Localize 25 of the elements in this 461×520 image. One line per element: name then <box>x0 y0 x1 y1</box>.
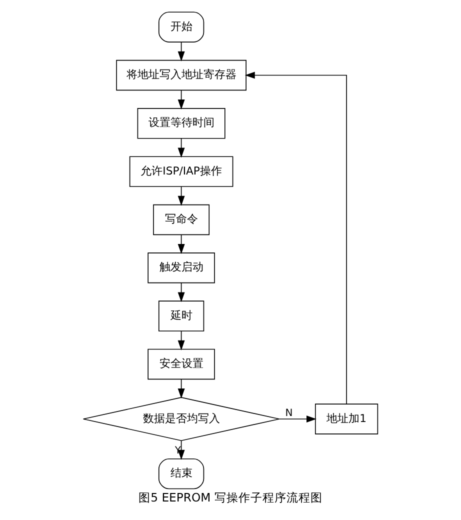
node-diamond: 数据是否均写入 <box>82 397 280 442</box>
arrow <box>178 330 185 350</box>
caption: 图5 EEPROM 写操作子程序流程图 <box>138 490 322 504</box>
node-box: 将地址写入地址寄存器 <box>116 60 246 91</box>
node-box: 延时 <box>158 300 204 332</box>
node-box: 开始 <box>158 12 204 42</box>
arrow <box>178 378 185 399</box>
arrow <box>278 416 316 422</box>
node-box: 安全设置 <box>148 348 215 380</box>
arrow <box>178 440 185 460</box>
arrow <box>178 186 185 206</box>
node-box: 写命令 <box>153 204 210 236</box>
node-box: 地址加1 <box>314 404 378 434</box>
arrow <box>178 138 185 158</box>
node-box: 触发启动 <box>148 252 215 284</box>
arrow <box>178 234 185 254</box>
arrow <box>244 72 347 404</box>
node-box: 设置等待时间 <box>137 108 226 139</box>
node-box: 结束 <box>158 458 204 490</box>
arrow <box>178 42 185 62</box>
arrow <box>178 282 185 302</box>
edge-label: N <box>285 408 293 420</box>
edge-label: Y <box>174 445 182 456</box>
arrow <box>178 90 185 110</box>
node-box: 允许ISP/IAP操作 <box>129 156 234 187</box>
